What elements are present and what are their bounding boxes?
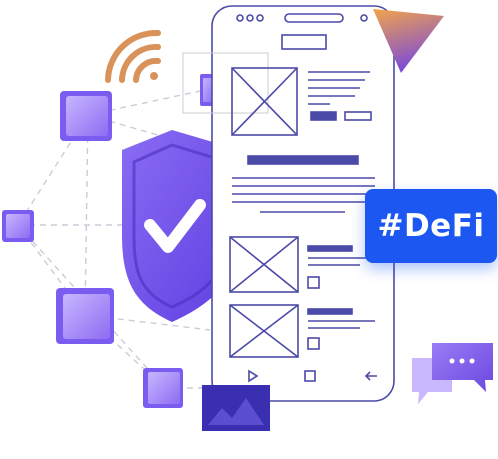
shield-check-icon	[122, 130, 240, 322]
back-arrow-icon[interactable]	[364, 371, 377, 381]
triangle-decoration	[373, 9, 444, 73]
defi-badge: #DeFi	[365, 189, 497, 263]
node-cube-icon	[143, 368, 183, 408]
home-square-icon[interactable]	[304, 370, 316, 382]
node-cube-icon	[2, 210, 34, 242]
chat-bubble-icon	[412, 343, 493, 404]
back-triangle-icon[interactable]	[248, 369, 259, 383]
phone-wireframe	[182, 5, 395, 402]
wifi-icon	[105, 29, 161, 83]
node-cube-icon	[60, 91, 112, 141]
image-placeholder-icon	[202, 385, 270, 431]
node-cube-icon	[56, 288, 114, 344]
